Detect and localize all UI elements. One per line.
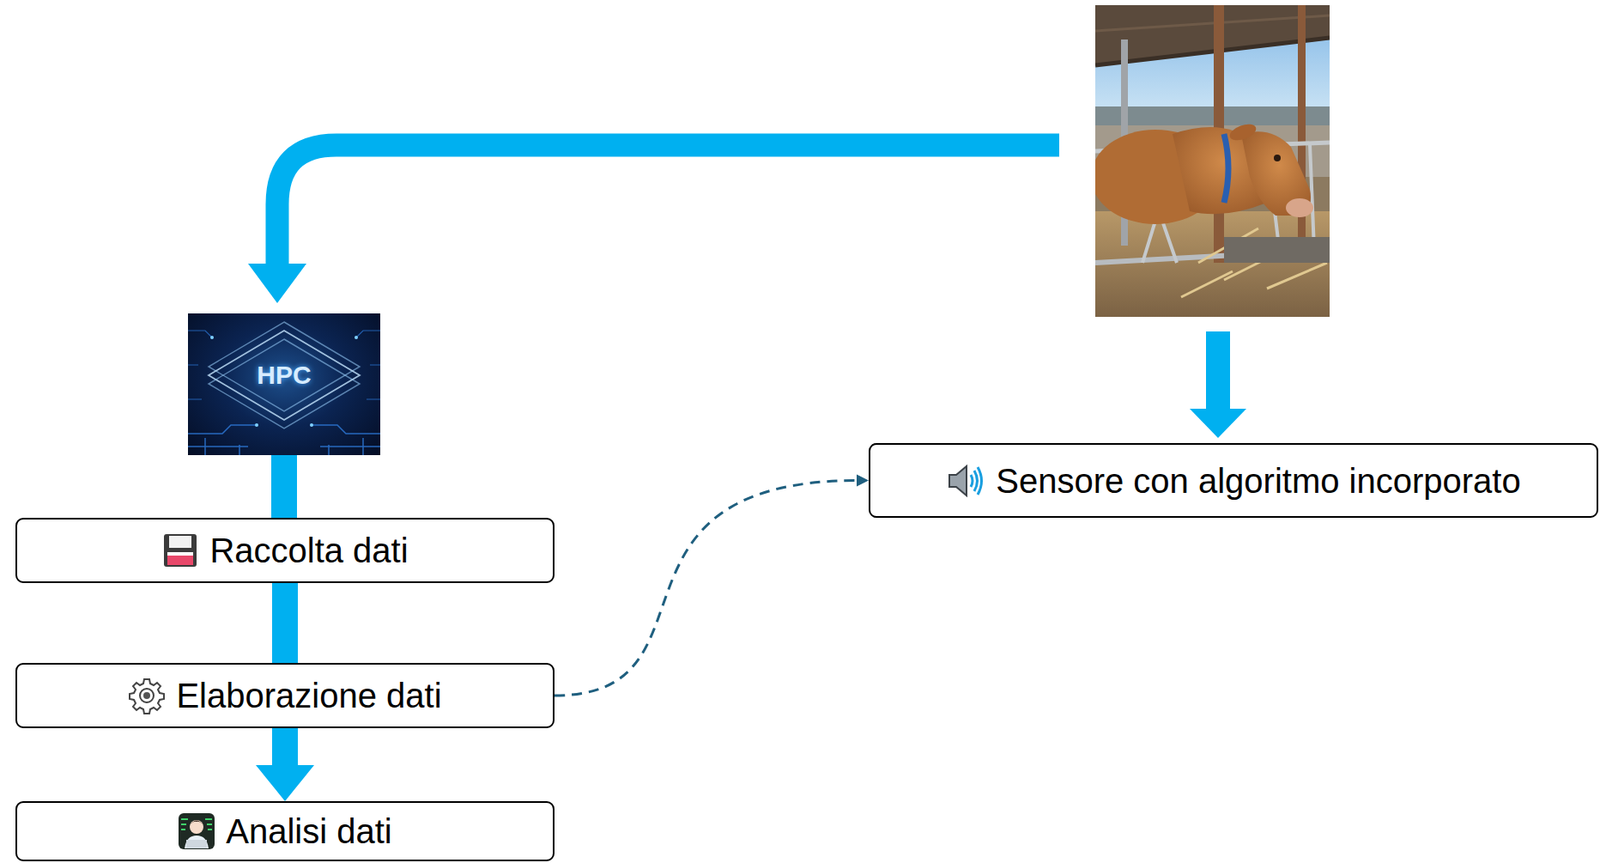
graphic-part <box>974 470 978 491</box>
speaker-icon <box>945 461 986 500</box>
box-content: Sensore con algoritmo incorporato <box>945 460 1521 501</box>
text-stack: Elaborazione dati <box>175 675 442 716</box>
graphic-part <box>309 423 314 427</box>
roof-beam <box>1095 15 1330 31</box>
flow-connector <box>255 727 315 801</box>
graphic-part <box>970 474 973 487</box>
process-box: Raccolta dati <box>15 517 555 583</box>
graphic-part <box>143 691 151 699</box>
graphic-part <box>129 678 164 714</box>
dashed-link <box>554 480 859 697</box>
process-box: Sensore con algoritmo incorporato <box>868 442 1599 518</box>
sensor-arrow-head <box>1189 408 1247 438</box>
process-box: Analisi dati <box>15 800 555 861</box>
arrow-head <box>255 764 315 801</box>
flow-connector <box>554 474 869 697</box>
sky <box>1095 5 1330 134</box>
text-stack: Sensore con algoritmo incorporato <box>995 460 1521 501</box>
text-stack: HPC <box>256 377 311 391</box>
graphic-part <box>187 424 381 455</box>
graphic-part <box>208 330 360 420</box>
hay-floor <box>1095 211 1330 317</box>
graphic-part <box>178 812 215 849</box>
box-content: Analisi dati <box>177 811 392 851</box>
graphic-part <box>186 839 207 849</box>
box-label: Raccolta dati <box>209 530 408 570</box>
graphic-part <box>254 423 259 427</box>
arrow-bar <box>271 454 297 518</box>
graphic-part <box>139 688 154 703</box>
graphic-part <box>977 466 982 495</box>
box-label: Sensore con algoritmo incorporato <box>995 460 1521 501</box>
process-box: Elaborazione dati <box>15 662 555 728</box>
flow-connector <box>271 454 297 518</box>
cow-collar <box>1224 133 1229 203</box>
gear-icon <box>127 676 166 715</box>
text-stack: Analisi dati <box>225 811 392 851</box>
graphic-part <box>354 335 358 340</box>
roof <box>1095 5 1330 66</box>
box-label: Analisi dati <box>225 811 392 851</box>
graphic-part <box>167 551 194 565</box>
graphic-part <box>189 819 204 834</box>
arrow-bar <box>272 582 298 663</box>
graphic-part <box>184 835 209 849</box>
graphic-part <box>169 535 192 548</box>
feed-arrow-head <box>248 263 307 304</box>
feed-trough <box>1224 236 1330 263</box>
text-stack: Raccolta dati <box>209 530 408 570</box>
box-label: Elaborazione dati <box>175 675 442 716</box>
graphic-part <box>210 335 214 340</box>
arrow-bar <box>272 727 298 766</box>
graphic-part <box>208 339 360 429</box>
feed-arrow-bar <box>277 145 1060 266</box>
graphic-part <box>167 551 194 556</box>
hpc-image-node: HPC <box>187 313 381 455</box>
flow-connector <box>272 582 298 663</box>
cow-eye <box>1273 154 1281 162</box>
box-content: HPC <box>256 377 311 391</box>
cow-muzzle <box>1285 198 1314 218</box>
coder-icon <box>177 812 216 850</box>
arrow-head <box>856 474 869 487</box>
box-content: Raccolta dati <box>161 530 408 570</box>
cow-ear <box>1227 121 1259 144</box>
graphic-part <box>163 533 197 567</box>
sensor-arrow-bar <box>1206 331 1231 411</box>
graphic-part <box>189 820 204 826</box>
roof-beam <box>1095 37 1330 66</box>
graphic-part <box>949 466 967 496</box>
cow-photo <box>1095 5 1330 317</box>
box-content: Elaborazione dati <box>127 675 442 716</box>
box-label: HPC <box>256 360 311 391</box>
floppy-icon <box>161 531 200 570</box>
